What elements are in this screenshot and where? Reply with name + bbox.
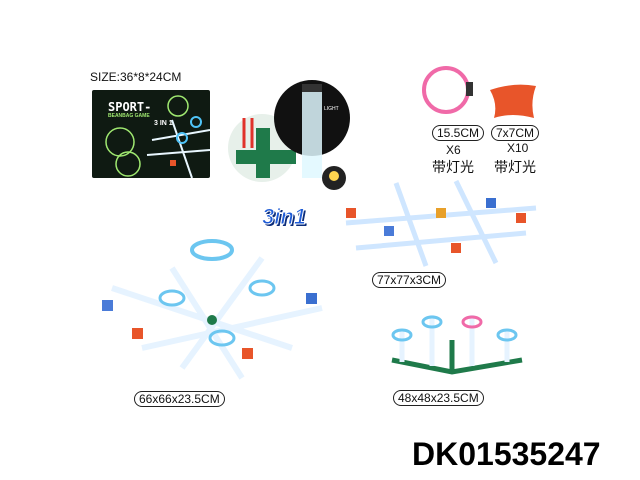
accessory-ring-size: 15.5CM	[432, 125, 485, 141]
closeup-illustration	[228, 80, 350, 190]
box-title: SPORT-	[108, 100, 152, 114]
accessory-ring-note: 带灯光	[432, 159, 474, 175]
flat-grid-illustration	[345, 179, 537, 267]
accessory-beanbag-note: 带灯光	[494, 159, 536, 175]
flat-grid-dimension: 77x77x3CM	[372, 272, 447, 288]
box-subtitle: BEANBAG GAME	[108, 113, 150, 119]
tall-grid-illustration	[102, 239, 323, 380]
product-box-image: SPORT- BEANBAG GAME 3 IN 1	[92, 90, 210, 178]
box-badge: 3 IN 1	[154, 120, 173, 127]
three-in-one-badge: 3in1	[261, 204, 307, 230]
accessory-beanbag-qty: X10	[507, 141, 529, 155]
light-badge: LIGHT	[324, 106, 339, 112]
accessory-images	[422, 66, 536, 118]
accessory-beanbag-size: 7x7CM	[491, 125, 540, 141]
ring-toss-stand-illustration	[391, 315, 523, 375]
ring-toss-dimension: 48x48x23.5CM	[393, 390, 484, 406]
box-artwork	[105, 95, 210, 178]
product-code: DK01535247	[412, 436, 601, 472]
tall-grid-dimension: 66x66x23.5CM	[134, 391, 225, 407]
accessory-ring-qty: X6	[446, 143, 461, 157]
package-size-label: SIZE:36*8*24CM	[90, 70, 182, 84]
